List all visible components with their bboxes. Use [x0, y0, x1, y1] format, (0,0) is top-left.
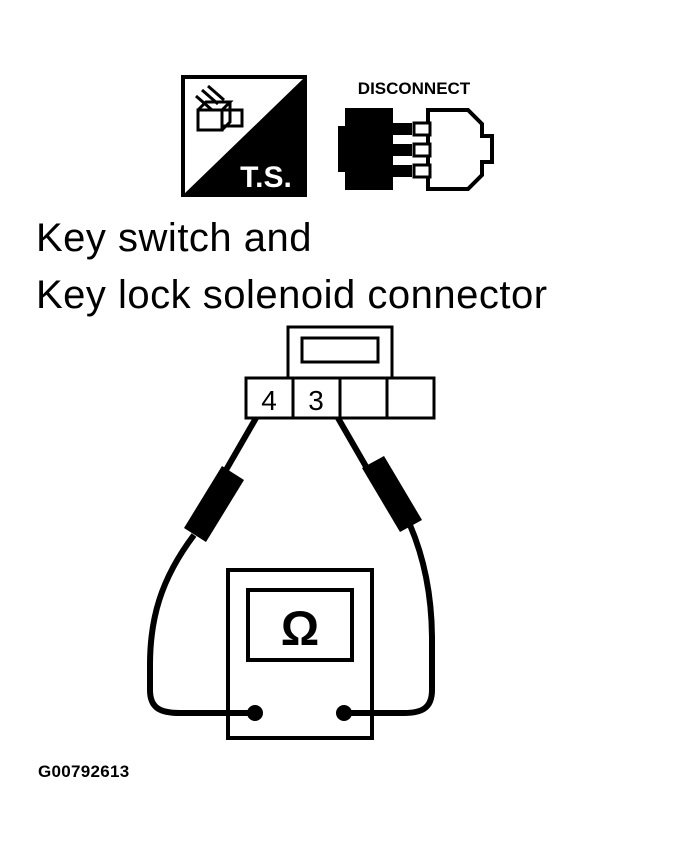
connector-half-left-icon	[338, 108, 393, 190]
probe-left	[147, 416, 263, 721]
figure-id: G00792613	[38, 762, 130, 781]
lead-wire-right	[344, 523, 435, 716]
probe-right	[335, 416, 435, 721]
terminal-labels: 4 3	[261, 385, 324, 416]
meter-terminal-right	[336, 705, 352, 721]
ts-badge-label: T.S.	[240, 161, 292, 194]
disconnect-icon: DISCONNECT	[338, 79, 494, 191]
title-line-1: Key switch and	[36, 216, 313, 260]
terminal-label: 3	[308, 385, 324, 416]
disconnect-label: DISCONNECT	[358, 79, 471, 98]
lead-wire-left	[147, 533, 254, 716]
tool-icon	[195, 84, 244, 132]
title-line-2: Key lock solenoid connector	[36, 273, 548, 317]
terminal-label: 4	[261, 385, 277, 416]
meter-display	[246, 588, 354, 662]
ohm-symbol-icon: Ω	[281, 603, 319, 656]
ts-badge-icon: T.S.	[181, 75, 307, 197]
connector-latch	[300, 336, 380, 364]
ohmmeter: Ω	[226, 568, 374, 740]
connector-half-right-icon	[426, 108, 494, 191]
meter-terminal-left	[247, 705, 263, 721]
